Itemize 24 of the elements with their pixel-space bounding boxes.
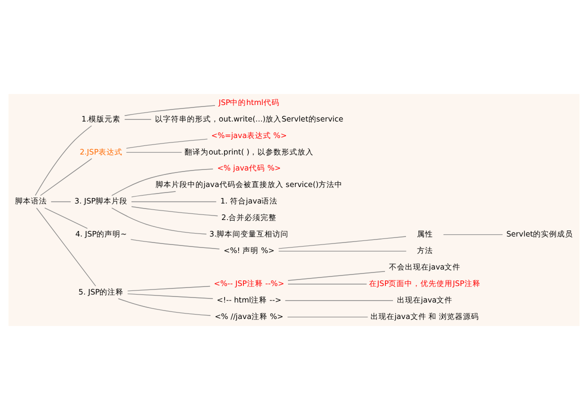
connector [278,250,407,252]
connector [111,168,214,196]
connector [127,286,210,292]
connector [284,300,394,301]
connector [126,152,182,153]
connector [124,119,152,120]
connector [127,293,214,299]
connector [124,105,216,116]
connector [40,158,92,196]
connector [131,191,176,198]
connector [118,298,211,316]
connector [44,208,88,229]
connector [34,125,92,196]
connector [130,239,220,250]
connector [111,208,207,234]
connector [131,206,218,216]
connector [131,201,217,202]
connector [126,138,208,149]
connector [36,208,96,286]
connector [443,234,503,236]
connector [287,316,368,318]
connector [50,201,72,202]
connector [278,236,406,249]
connector [288,271,386,281]
